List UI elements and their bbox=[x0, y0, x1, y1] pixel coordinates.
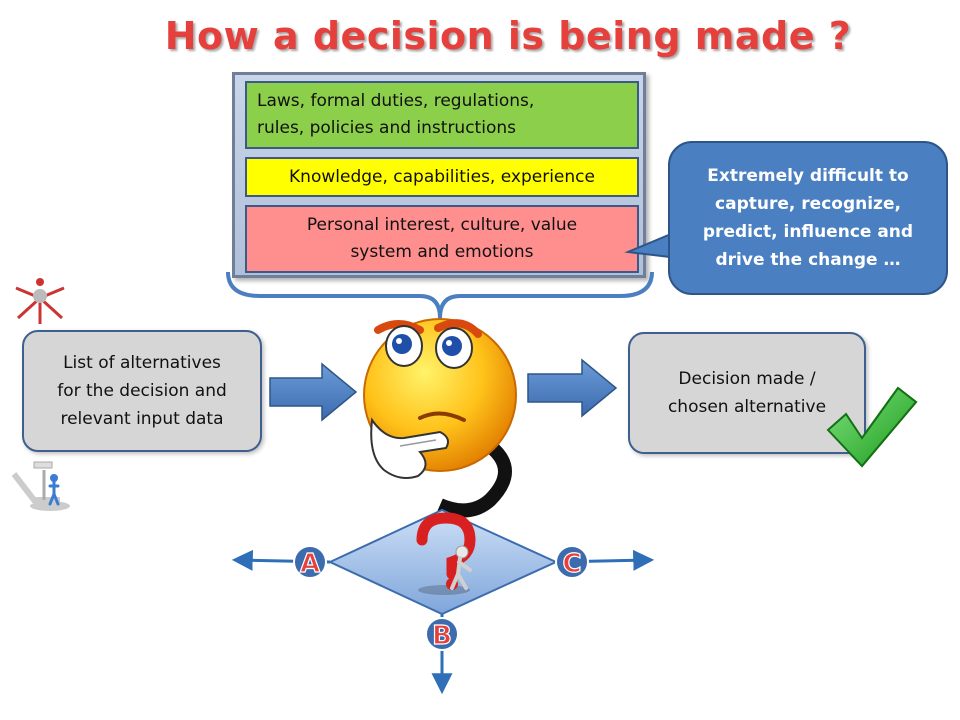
decision-factors-stack: Laws, formal duties, regulations, rules,… bbox=[232, 72, 646, 278]
thinking-emoji-icon bbox=[363, 318, 517, 518]
layer-laws: Laws, formal duties, regulations, rules,… bbox=[245, 81, 639, 149]
difficulty-callout: Extremely difficult to capture, recogniz… bbox=[668, 141, 948, 295]
option-b-label: B bbox=[432, 621, 452, 651]
decision-output-box: Decision made / chosen alternative bbox=[628, 332, 866, 454]
brace bbox=[226, 271, 654, 319]
option-a-label: A bbox=[300, 549, 320, 579]
input-arrow bbox=[269, 362, 358, 422]
page-title: How a decision is being made ? bbox=[164, 14, 852, 58]
alternatives-input-box: List of alternatives for the decision an… bbox=[22, 330, 262, 452]
option-c-label: C bbox=[562, 549, 581, 579]
output-arrow bbox=[527, 358, 618, 418]
question-mark-person-icon bbox=[416, 512, 476, 595]
option-c-badge bbox=[555, 545, 589, 579]
option-b-badge bbox=[425, 617, 459, 651]
option-a-badge bbox=[293, 545, 327, 579]
decision-diamond bbox=[327, 508, 559, 616]
layer-personal: Personal interest, culture, value system… bbox=[245, 205, 639, 273]
crossroads-icon bbox=[15, 278, 65, 324]
signpost-person-icon bbox=[11, 461, 70, 511]
layer-knowledge: Knowledge, capabilities, experience bbox=[245, 157, 639, 197]
